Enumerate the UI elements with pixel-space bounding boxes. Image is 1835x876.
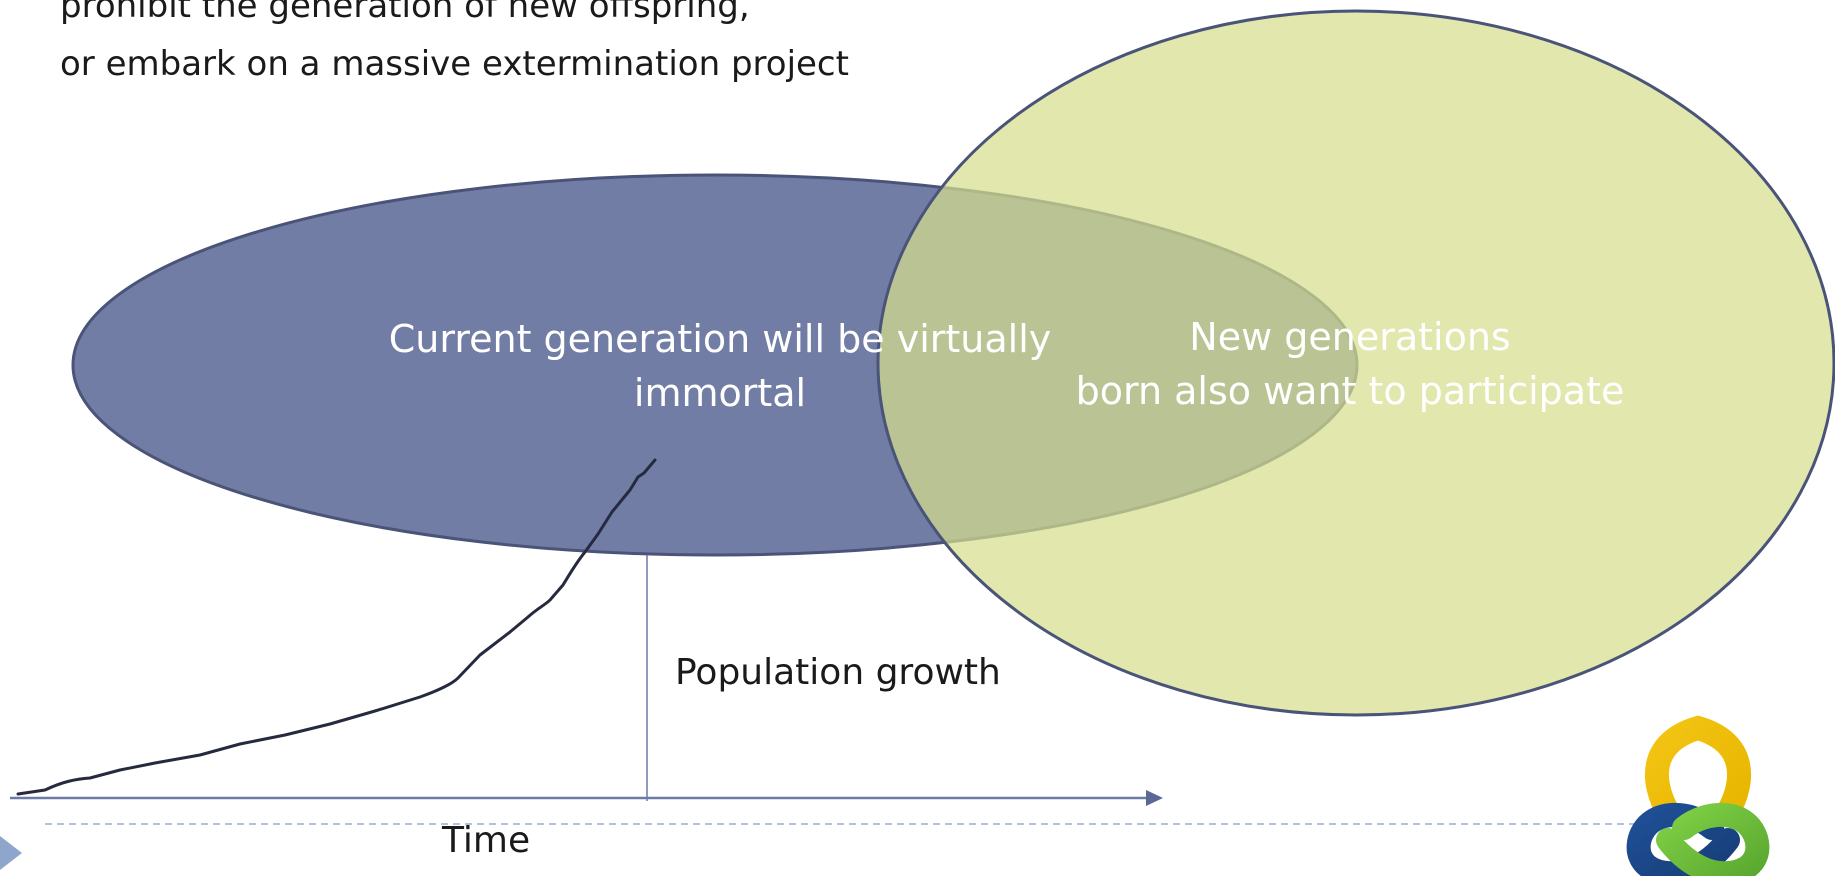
current-generation-text: Current generation will be virtually imm… [388, 317, 1052, 415]
trefoil-logo-icon [1626, 715, 1770, 876]
time-label: Time [442, 820, 531, 861]
new-generations-ellipse [876, 9, 1835, 717]
population-growth-label: Population growth [675, 652, 1001, 693]
new-generations-text: New generations born also want to partic… [1075, 315, 1625, 413]
time-axis-arrowhead [1146, 790, 1163, 806]
population-curve [16, 458, 657, 796]
heading-line-2: or embark on a massive extermination pro… [60, 44, 849, 84]
heading-line-1: prohibit the generation of new offspring… [60, 0, 750, 26]
triangle-bullet-icon [0, 836, 22, 870]
